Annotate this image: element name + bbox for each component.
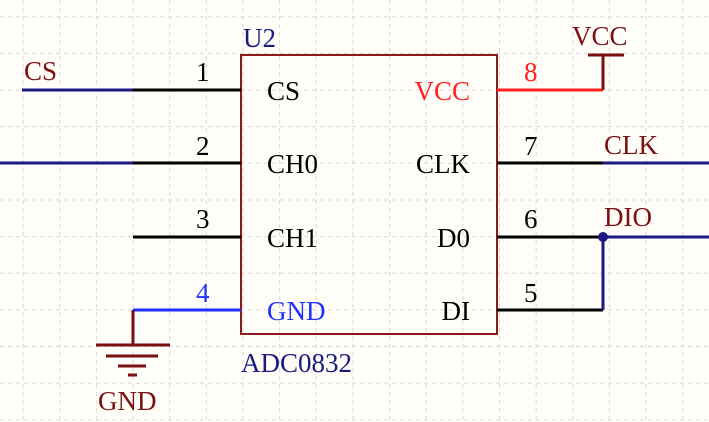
gnd-net-label: GND (98, 386, 157, 416)
pin-number-4: 4 (196, 278, 210, 308)
pin-name-ch1: CH1 (267, 223, 318, 253)
component-body[interactable] (240, 54, 498, 335)
pin-name-ch0: CH0 (267, 149, 318, 179)
part-name: ADC0832 (241, 348, 352, 378)
gnd-symbol[interactable] (96, 310, 170, 377)
pin-number-2: 2 (196, 131, 210, 161)
junction-dot (598, 232, 608, 242)
pin-name-di: DI (442, 296, 471, 326)
pin-number-6: 6 (524, 204, 538, 234)
cs-net-label: CS (24, 56, 57, 86)
clk-net-label: CLK (604, 130, 659, 160)
vcc-net-label: VCC (572, 21, 628, 51)
pin-number-5: 5 (524, 278, 538, 308)
vcc-symbol[interactable] (588, 53, 624, 90)
pin-name-vcc: VCC (414, 76, 470, 106)
pin-name-gnd: GND (267, 296, 326, 326)
designator: U2 (243, 23, 276, 53)
dio-net-label: DIO (604, 202, 652, 232)
pin-number-1: 1 (196, 57, 210, 87)
pin-number-8: 8 (524, 57, 538, 87)
pin-number-3: 3 (196, 204, 210, 234)
pin-name-d0: D0 (437, 223, 470, 253)
pin-name-clk: CLK (416, 149, 471, 179)
pin-name-cs: CS (267, 76, 300, 106)
pin-number-7: 7 (524, 131, 538, 161)
